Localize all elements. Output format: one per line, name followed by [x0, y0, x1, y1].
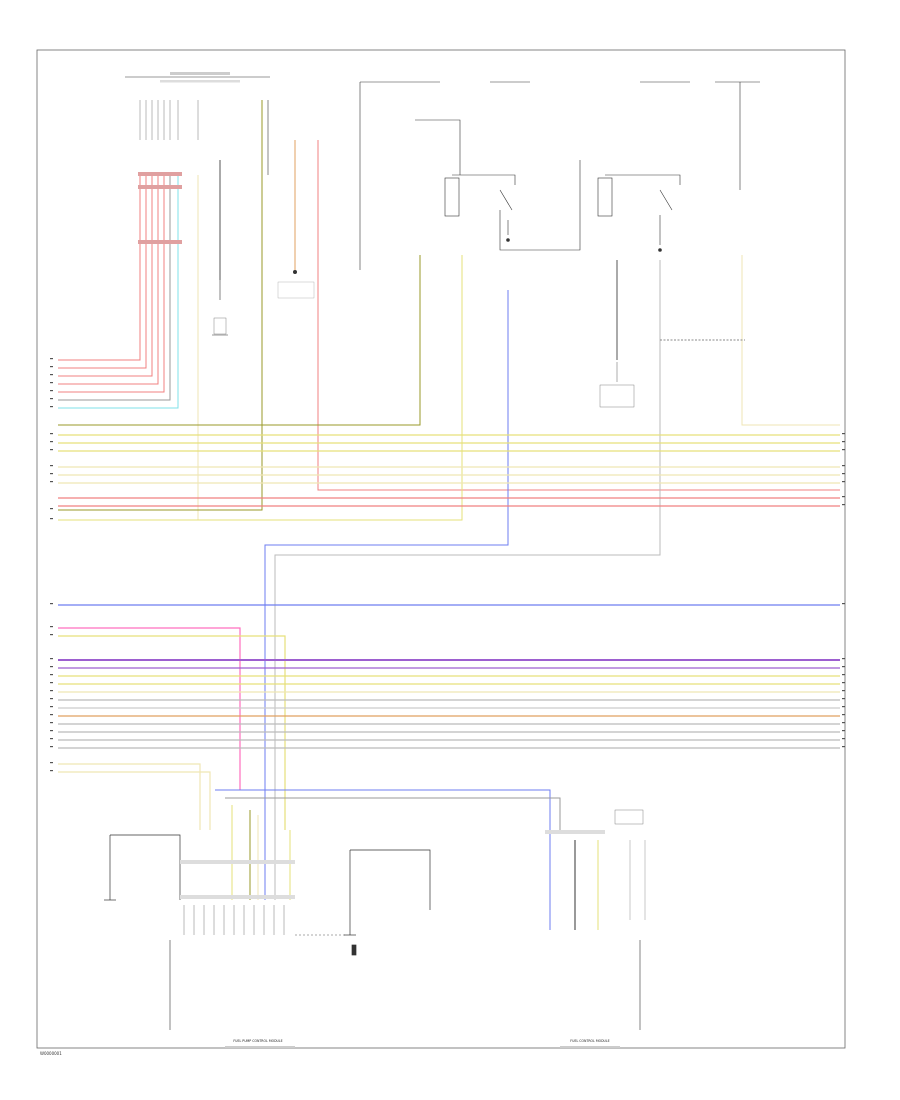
left-pin-markers	[50, 358, 53, 772]
relay-ground-box	[599, 362, 635, 408]
left-module-connector	[180, 860, 295, 899]
right-module-connector	[545, 830, 605, 834]
right-pin-markers	[842, 433, 845, 748]
right-module-label: FUEL CONTROL MODULE	[570, 1039, 609, 1043]
top-right-bus	[359, 81, 760, 270]
module-feed-wires	[215, 789, 561, 900]
diagram-frame	[36, 49, 846, 1049]
right-module-sublabel	[560, 1046, 620, 1048]
relay-2	[597, 82, 741, 252]
header-wires	[58, 100, 840, 521]
red-bundle-connectors	[138, 172, 182, 244]
red-wire-bundle	[58, 175, 179, 409]
left-ground-lead	[104, 834, 181, 901]
right-module-box	[614, 809, 646, 920]
relay-output-wires	[58, 255, 840, 900]
right-module-pins	[549, 840, 599, 930]
relay-1	[415, 119, 581, 251]
top-left-connector	[125, 72, 270, 140]
figure-id: W0000001	[40, 1051, 62, 1056]
ground-symbol-left	[212, 280, 228, 336]
horizontal-bus-lower	[58, 604, 840, 830]
splice-symbol	[277, 270, 315, 299]
left-module-pin-stubs	[183, 905, 285, 935]
left-module-label: FUEL PUMP CONTROL MODULE	[233, 1039, 282, 1043]
horizontal-bus-upper	[58, 434, 840, 507]
left-module-sublabel	[225, 1046, 295, 1048]
center-ground-lead	[344, 849, 431, 956]
